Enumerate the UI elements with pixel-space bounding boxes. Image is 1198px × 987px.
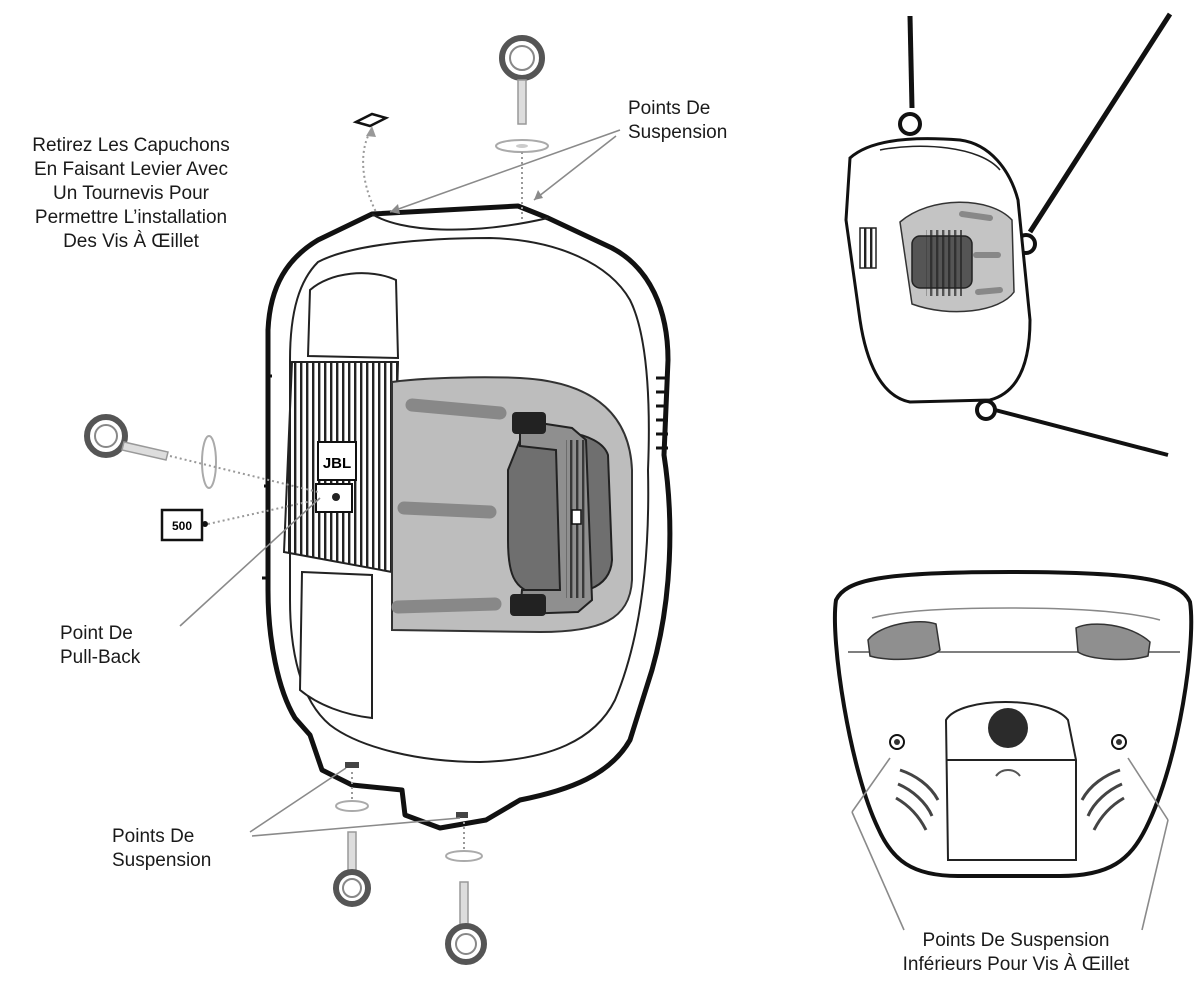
label-lower-suspension: Points De Suspension Inférieurs Pour Vis… bbox=[856, 929, 1176, 977]
label-line: Points De Suspension bbox=[922, 930, 1110, 951]
eyebolt-pullback bbox=[84, 414, 217, 489]
main-speaker: JBL bbox=[262, 203, 673, 831]
label-bottom-suspension: Points De Suspension bbox=[112, 825, 211, 873]
eyebolt-bottom-left bbox=[333, 800, 371, 907]
eyebolt-top bbox=[495, 35, 549, 153]
label-pull-back: Point De Pull-Back bbox=[60, 622, 140, 670]
plate-500: 500 bbox=[160, 508, 208, 542]
label-line: Point De bbox=[60, 623, 133, 644]
label-line: Retirez Les Capuchons bbox=[32, 135, 230, 156]
label-line: Inférieurs Pour Vis À Œillet bbox=[902, 954, 1130, 975]
jbl-logo bbox=[317, 441, 357, 481]
label-top-suspension: Points De Suspension bbox=[628, 97, 727, 145]
bottom-view bbox=[832, 569, 1194, 931]
label-line: Suspension bbox=[628, 122, 728, 143]
leader-lines bbox=[179, 129, 621, 837]
label-line: Pull-Back bbox=[60, 647, 141, 668]
eyebolt-bottom-right bbox=[445, 850, 487, 965]
label-line: Points De bbox=[628, 98, 711, 119]
label-line: Suspension bbox=[112, 850, 212, 871]
plate-500-text: 500 bbox=[172, 519, 192, 533]
removed-cap bbox=[352, 112, 390, 128]
jbl-logo-text: JBL bbox=[323, 455, 351, 472]
label-line: En Faisant Levier Avec bbox=[34, 159, 228, 180]
label-line: Points De bbox=[112, 826, 195, 847]
label-line: Des Vis À Œillet bbox=[63, 231, 199, 252]
hanging-speaker bbox=[844, 12, 1173, 457]
label-remove-caps: Retirez Les Capuchons En Faisant Levier … bbox=[6, 134, 256, 254]
label-line: Un Tournevis Pour bbox=[53, 183, 209, 204]
label-line: Permettre L’installation bbox=[34, 207, 228, 228]
